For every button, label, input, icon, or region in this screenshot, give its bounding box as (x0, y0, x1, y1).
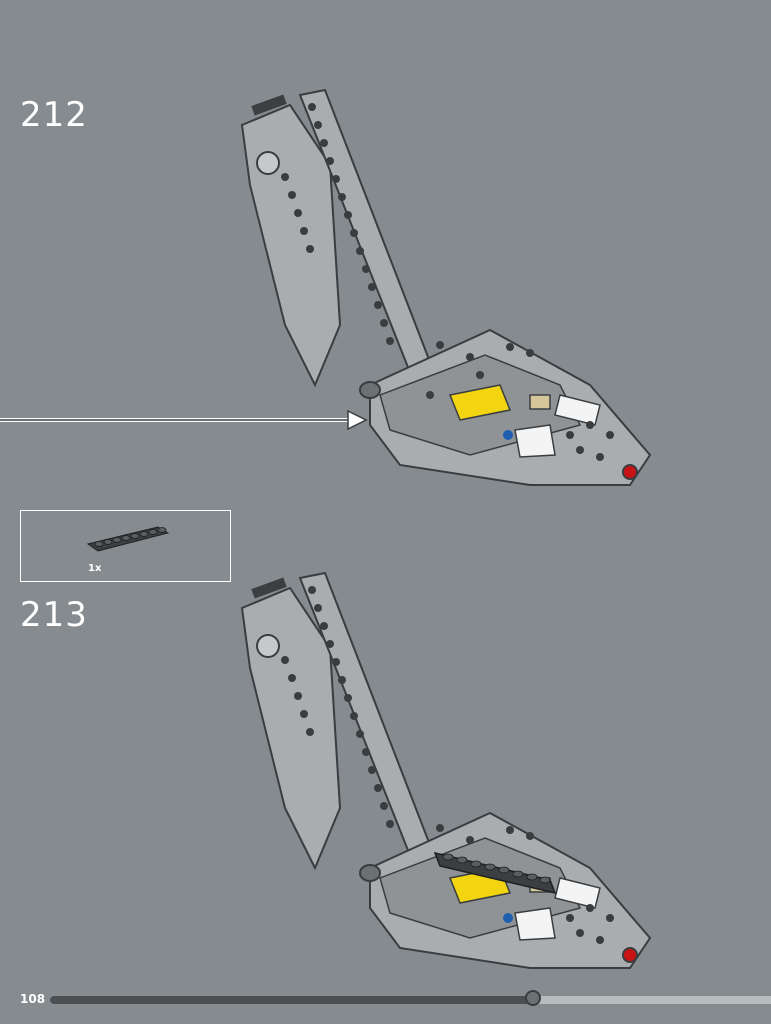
step-number-213: 213 (20, 595, 88, 635)
parts-callout-box: 1x (20, 510, 231, 582)
step-number-212: 212 (20, 95, 88, 135)
dark-gray-plate-1x8-icon (86, 526, 170, 552)
page-number: 108 (20, 992, 46, 1006)
progress-fill (50, 996, 534, 1004)
callout-arrow (0, 409, 368, 431)
page-footer: 108 (0, 974, 771, 1024)
added-dark-plate (433, 851, 557, 895)
build-model-step-212 (240, 88, 652, 486)
progress-track[interactable] (50, 990, 771, 1006)
part-quantity: 1x (88, 563, 102, 574)
build-model-step-213 (240, 571, 652, 969)
progress-knob[interactable] (525, 990, 542, 1006)
